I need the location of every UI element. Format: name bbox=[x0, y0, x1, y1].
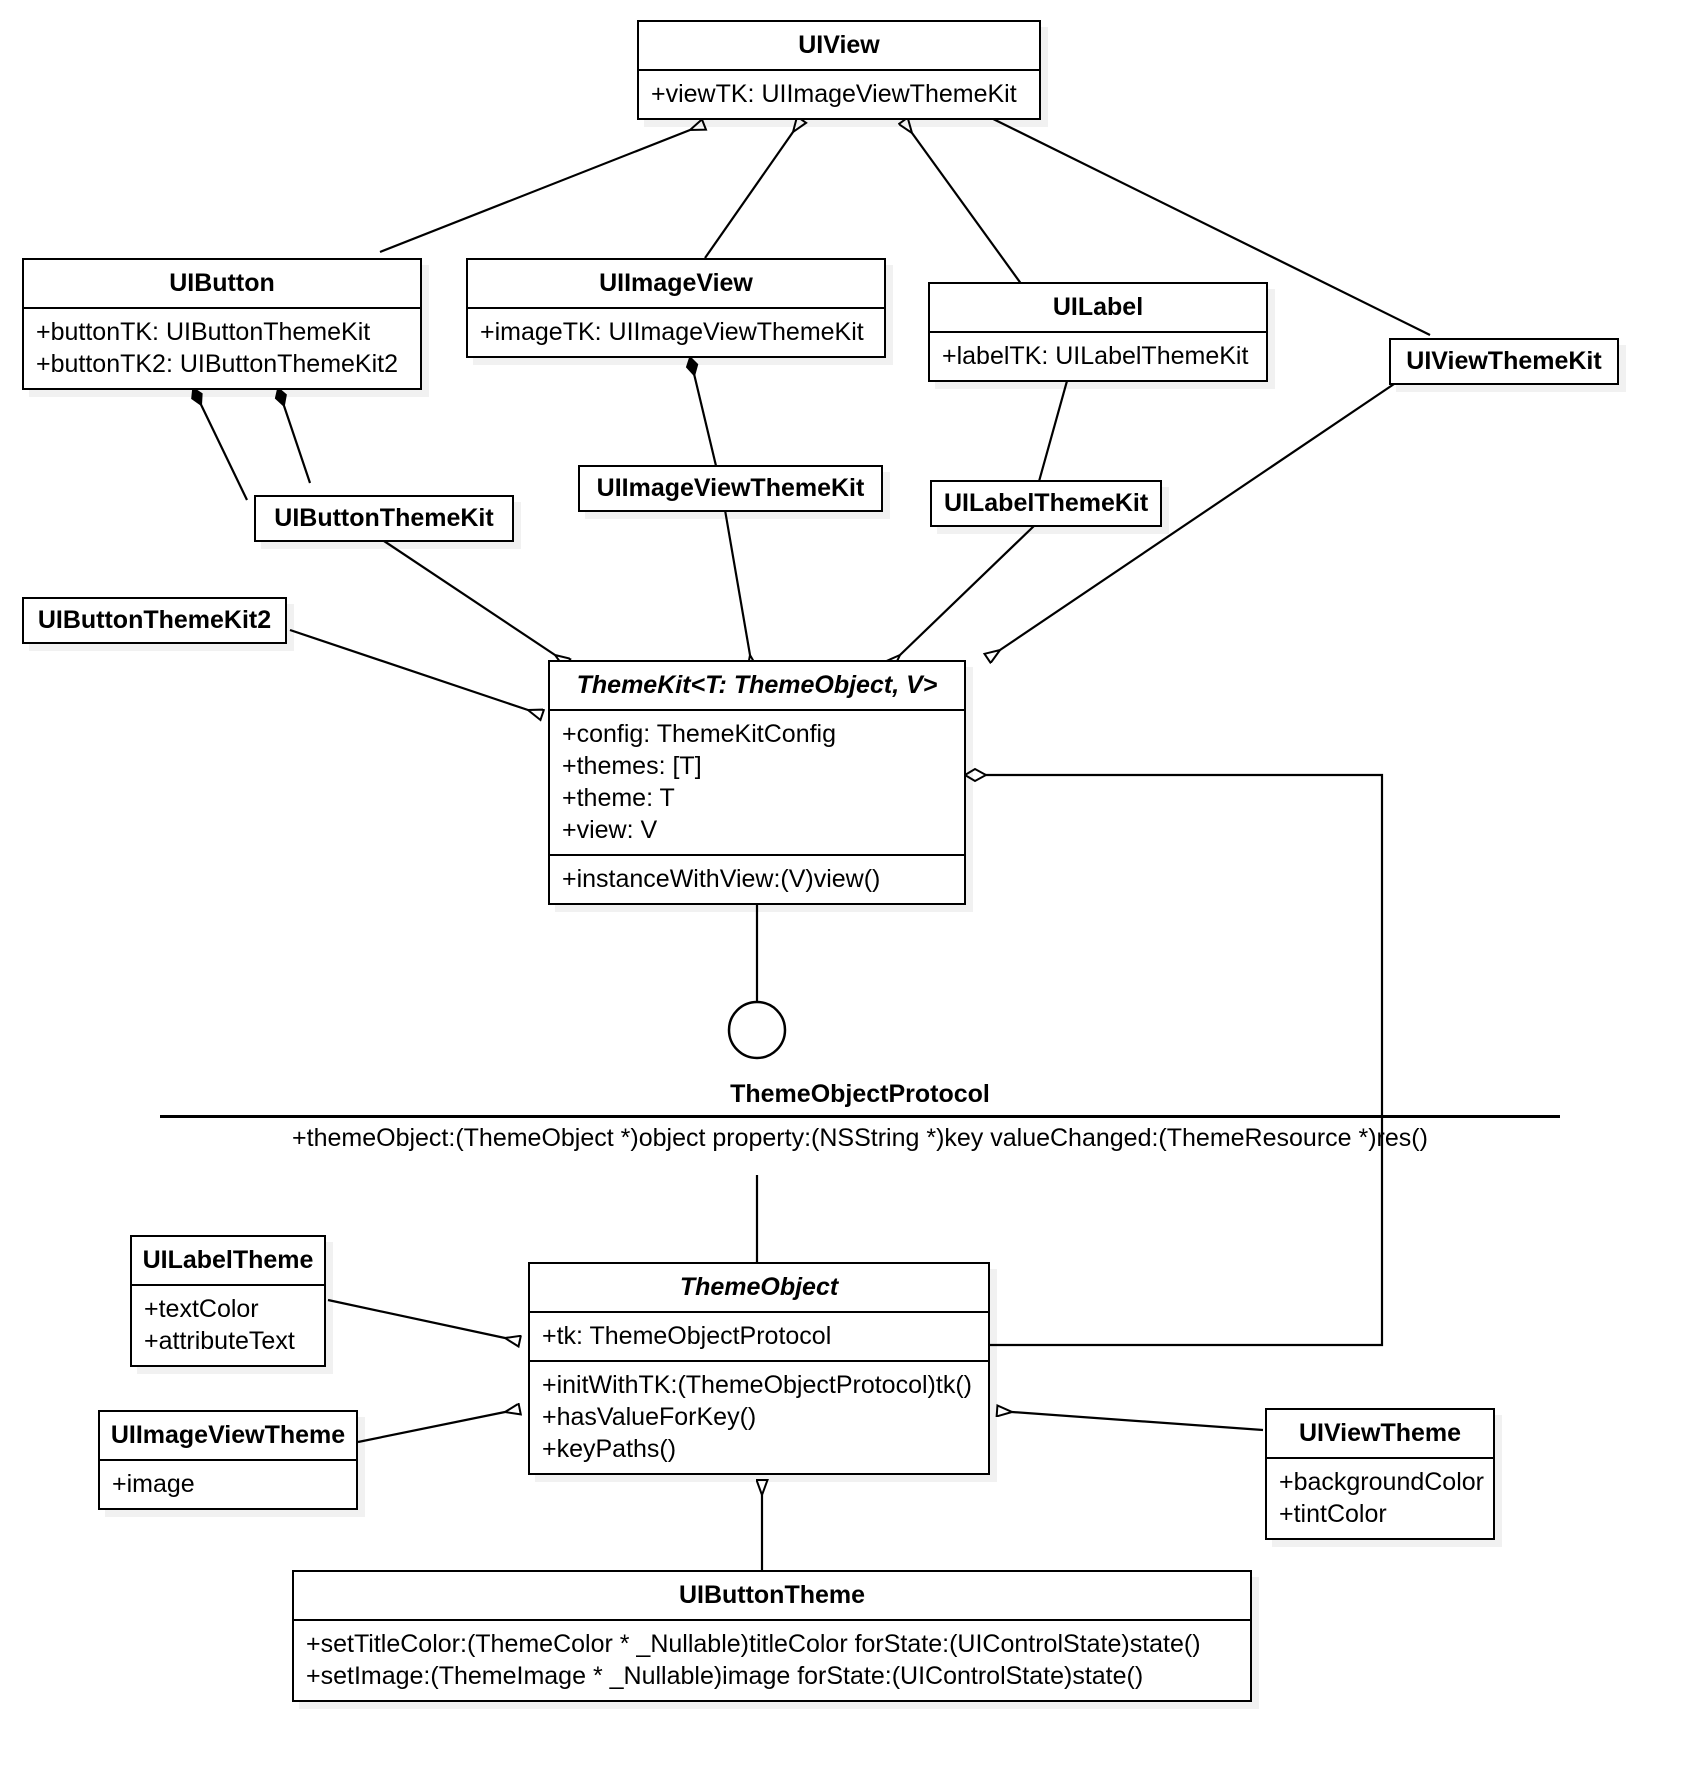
attribute-row: +buttonTK2: UIButtonThemeKit2 bbox=[36, 350, 399, 378]
class-box-uiview[interactable]: UIView +viewTK: UIImageViewThemeKit bbox=[637, 20, 1041, 120]
class-box-uiimageviewtheme[interactable]: UIImageViewTheme +image bbox=[98, 1410, 358, 1510]
class-attributes-uibutton: +buttonTK: UIButtonThemeKit +buttonTK2: … bbox=[24, 307, 420, 388]
class-attributes-uilabeltheme: +textColor +attributeText bbox=[132, 1284, 324, 1365]
method-row: +setImage:(ThemeImage * _Nullable)image … bbox=[306, 1662, 1144, 1690]
class-box-uibuttontheme[interactable]: UIButtonTheme +setTitleColor:(ThemeColor… bbox=[292, 1570, 1252, 1702]
attribute-row: +labelTK: UILabelThemeKit bbox=[942, 342, 1249, 370]
attribute-row: +tintColor bbox=[1279, 1500, 1387, 1528]
attribute-row: +backgroundColor bbox=[1279, 1468, 1484, 1496]
class-name-uiviewthemekit: UIViewThemeKit bbox=[1406, 347, 1602, 375]
class-name-themeobject: ThemeObject bbox=[679, 1273, 839, 1301]
class-box-uiviewthemekit[interactable]: UIViewThemeKit bbox=[1389, 338, 1619, 385]
method-row: +instanceWithView:(V)view() bbox=[562, 865, 881, 893]
attribute-row: +config: ThemeKitConfig bbox=[562, 720, 836, 748]
class-attributes-uiview: +viewTK: UIImageViewThemeKit bbox=[639, 69, 1039, 118]
class-box-themekit[interactable]: ThemeKit<T: ThemeObject, V> +config: The… bbox=[548, 660, 966, 905]
class-name-uiimageviewthemekit: UIImageViewThemeKit bbox=[596, 474, 865, 502]
class-name-uiview: UIView bbox=[798, 31, 880, 59]
class-name-uibuttonthemekit: UIButtonThemeKit bbox=[274, 504, 494, 532]
class-box-uibuttonthemekit[interactable]: UIButtonThemeKit bbox=[254, 495, 514, 542]
method-row: +hasValueForKey() bbox=[542, 1403, 757, 1431]
class-attributes-uiimageviewtheme: +image bbox=[100, 1459, 356, 1508]
method-row: +setTitleColor:(ThemeColor * _Nullable)t… bbox=[306, 1630, 1201, 1658]
attribute-row: +textColor bbox=[144, 1295, 259, 1323]
class-attributes-themekit: +config: ThemeKitConfig +themes: [T] +th… bbox=[550, 709, 964, 854]
class-attributes-themeobject: +tk: ThemeObjectProtocol bbox=[530, 1311, 988, 1360]
class-methods-themeobject: +initWithTK:(ThemeObjectProtocol)tk() +h… bbox=[530, 1360, 988, 1473]
attribute-row: +buttonTK: UIButtonThemeKit bbox=[36, 318, 371, 346]
class-box-uilabel[interactable]: UILabel +labelTK: UILabelThemeKit bbox=[928, 282, 1268, 382]
class-name-uibuttontheme: UIButtonTheme bbox=[678, 1581, 866, 1609]
class-box-uibuttonthemekit2[interactable]: UIButtonThemeKit2 bbox=[22, 597, 287, 644]
class-name-uilabel: UILabel bbox=[1052, 293, 1144, 321]
attribute-row: +theme: T bbox=[562, 784, 675, 812]
method-row: +initWithTK:(ThemeObjectProtocol)tk() bbox=[542, 1371, 972, 1399]
class-name-uilabeltheme: UILabelTheme bbox=[142, 1246, 314, 1274]
attribute-row: +view: V bbox=[562, 816, 658, 844]
interface-name-themeobjectprotocol: ThemeObjectProtocol bbox=[730, 1080, 990, 1108]
class-name-uibutton: UIButton bbox=[169, 269, 275, 297]
class-box-uilabelthemekit[interactable]: UILabelThemeKit bbox=[930, 480, 1162, 527]
class-box-uiimageviewthemekit[interactable]: UIImageViewThemeKit bbox=[578, 465, 883, 512]
class-box-uiimageview[interactable]: UIImageView +imageTK: UIImageViewThemeKi… bbox=[466, 258, 886, 358]
class-name-uiimageviewtheme: UIImageViewTheme bbox=[110, 1421, 346, 1449]
attribute-row: +attributeText bbox=[144, 1327, 295, 1355]
interface-signature: +themeObject:(ThemeObject *)object prope… bbox=[292, 1124, 1428, 1152]
class-methods-themekit: +instanceWithView:(V)view() bbox=[550, 854, 964, 903]
class-name-themekit: ThemeKit<T: ThemeObject, V> bbox=[576, 671, 938, 699]
class-name-uilabelthemekit: UILabelThemeKit bbox=[944, 489, 1149, 517]
class-name-uiimageview: UIImageView bbox=[599, 269, 753, 297]
attribute-row: +tk: ThemeObjectProtocol bbox=[542, 1322, 832, 1350]
class-name-uiviewtheme: UIViewTheme bbox=[1298, 1419, 1462, 1447]
attribute-row: +imageTK: UIImageViewThemeKit bbox=[480, 318, 864, 346]
attribute-row: +viewTK: UIImageViewThemeKit bbox=[651, 80, 1017, 108]
class-attributes-uiimageview: +imageTK: UIImageViewThemeKit bbox=[468, 307, 884, 356]
class-attributes-uiviewtheme: +backgroundColor +tintColor bbox=[1267, 1457, 1493, 1538]
method-row: +keyPaths() bbox=[542, 1435, 677, 1463]
attribute-row: +themes: [T] bbox=[562, 752, 702, 780]
interface-divider bbox=[160, 1115, 1560, 1118]
class-box-uilabeltheme[interactable]: UILabelTheme +textColor +attributeText bbox=[130, 1235, 326, 1367]
class-box-uibutton[interactable]: UIButton +buttonTK: UIButtonThemeKit +bu… bbox=[22, 258, 422, 390]
interface-themeobjectprotocol[interactable]: ThemeObjectProtocol +themeObject:(ThemeO… bbox=[160, 1080, 1560, 1153]
class-box-uiviewtheme[interactable]: UIViewTheme +backgroundColor +tintColor bbox=[1265, 1408, 1495, 1540]
class-methods-uibuttontheme: +setTitleColor:(ThemeColor * _Nullable)t… bbox=[294, 1619, 1250, 1700]
attribute-row: +image bbox=[112, 1470, 195, 1498]
class-box-themeobject[interactable]: ThemeObject +tk: ThemeObjectProtocol +in… bbox=[528, 1262, 990, 1475]
class-name-uibuttonthemekit2: UIButtonThemeKit2 bbox=[37, 606, 272, 634]
class-attributes-uilabel: +labelTK: UILabelThemeKit bbox=[930, 331, 1266, 380]
